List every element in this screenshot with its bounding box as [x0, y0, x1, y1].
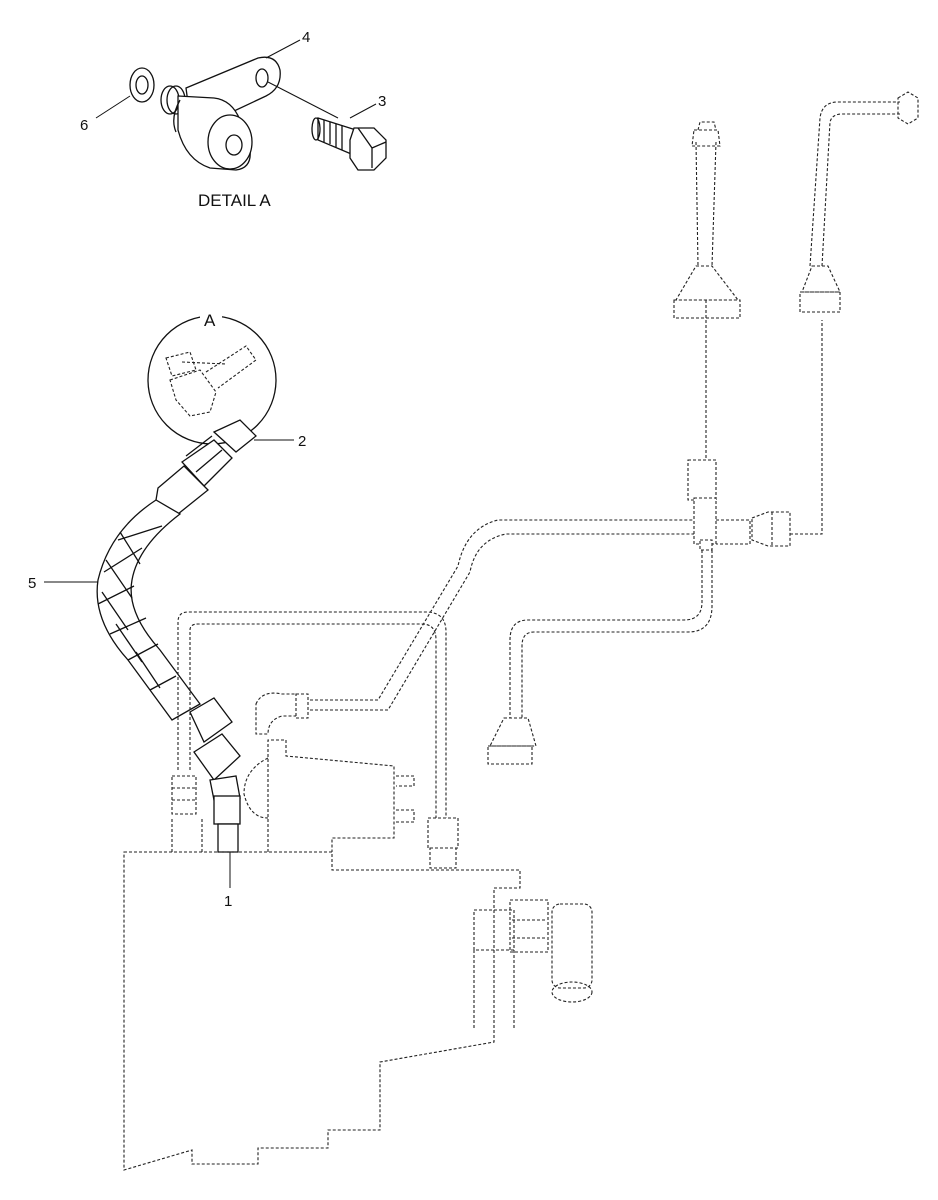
callout-2: 2	[298, 433, 306, 450]
washer	[129, 67, 155, 103]
detail-a-magnifier: A	[147, 308, 277, 445]
hex-bolt	[311, 117, 387, 171]
callout-1: 1	[224, 893, 232, 910]
detail-a-title: DETAIL A	[198, 191, 271, 210]
detail-a-view: 4 3 6 DETAIL A	[80, 29, 387, 210]
callout-6: 6	[80, 117, 88, 134]
pump-housing	[123, 739, 593, 1171]
callout-4: 4	[302, 29, 310, 46]
callout-5: 5	[28, 575, 36, 592]
bracket-clamp	[173, 56, 281, 171]
callout-3: 3	[378, 93, 386, 110]
callout-detail-a: A	[204, 311, 216, 330]
fuel-lines	[171, 91, 919, 869]
hose-assembly	[96, 419, 257, 853]
